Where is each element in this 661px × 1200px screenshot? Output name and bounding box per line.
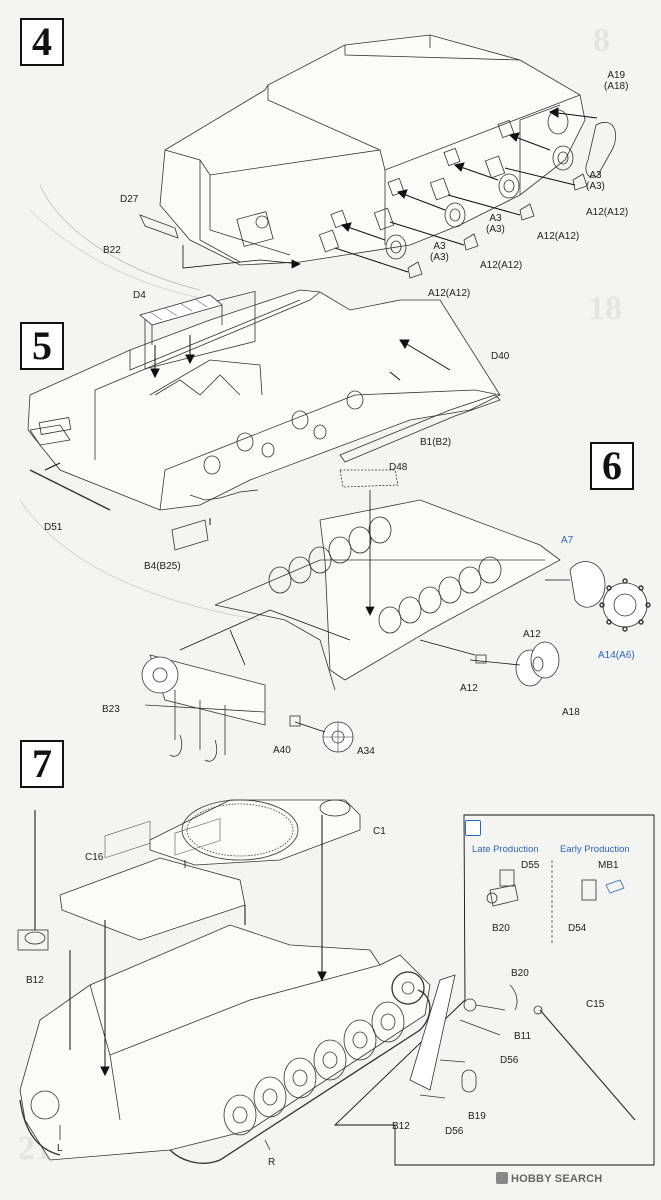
step4-hull: [29, 34, 586, 301]
label-d4: D4: [133, 290, 146, 301]
label-d40: D40: [491, 351, 510, 362]
label-mb1: MB1: [598, 860, 619, 871]
label-d54: D54: [568, 923, 587, 934]
label-c1: C1: [373, 826, 386, 837]
label-d27: D27: [120, 194, 139, 205]
label-a12: A12(A12): [586, 207, 629, 218]
label-b11: B11: [514, 1031, 532, 1042]
label-a34: A34: [357, 746, 375, 757]
hobby-search-logo-icon: [496, 1172, 508, 1184]
step6-running-gear: [141, 469, 651, 762]
step-number-6: 6: [590, 442, 634, 490]
label-r: R: [268, 1157, 276, 1168]
label-a7: A7: [561, 535, 574, 546]
label-a3: A3 (A3): [430, 241, 449, 263]
label-a18: A18: [562, 707, 580, 718]
label-d55: D55: [521, 860, 540, 871]
label-b20: B20: [492, 923, 510, 934]
label-b19: B19: [468, 1111, 486, 1122]
step5-hull: [19, 289, 501, 621]
label-a12: A12(A12): [480, 260, 523, 271]
step-number-7: 7: [20, 740, 64, 788]
ghost-number: 18: [588, 290, 622, 327]
hobby-search-watermark: HOBBY SEARCH: [496, 1172, 602, 1185]
label-a12: A12(A12): [428, 288, 471, 299]
label-b1: B1(B2): [420, 437, 452, 448]
early-production-heading: Early Production: [560, 844, 630, 855]
step-number-5: 5: [20, 322, 64, 370]
label-b20: B20: [511, 968, 529, 979]
step4-suspension: [139, 107, 616, 279]
label-b12: B12: [392, 1121, 410, 1132]
detail-inset-icon: [465, 820, 481, 836]
label-d56: D56: [500, 1055, 519, 1066]
label-d51: D51: [44, 522, 63, 533]
ghost-number: 8: [593, 22, 610, 59]
step7-hull: [17, 799, 431, 1164]
label-a12: A12: [460, 683, 478, 694]
label-a19: A19 (A18): [604, 70, 629, 92]
detail-inset-frame: [333, 814, 655, 1166]
label-b23: B23: [102, 704, 120, 715]
label-d56: D56: [445, 1126, 464, 1137]
label-a3: A3 (A3): [486, 213, 505, 235]
label-c16: C16: [85, 852, 104, 863]
label-c15: C15: [586, 999, 605, 1010]
label-d48: D48: [389, 462, 408, 473]
watermark-text: HOBBY SEARCH: [511, 1173, 603, 1185]
label-a40: A40: [273, 745, 291, 756]
label-l: L: [57, 1143, 63, 1154]
label-b4: B4(B25): [144, 561, 181, 572]
step-number-4: 4: [20, 18, 64, 66]
label-a14: A14(A6): [598, 650, 635, 661]
label-a12: A12(A12): [537, 231, 580, 242]
label-b22: B22: [103, 245, 121, 256]
label-a12: A12: [523, 629, 541, 640]
late-production-heading: Late Production: [472, 844, 539, 855]
label-a3: A3 (A3): [586, 170, 605, 192]
label-b12: B12: [26, 975, 44, 986]
